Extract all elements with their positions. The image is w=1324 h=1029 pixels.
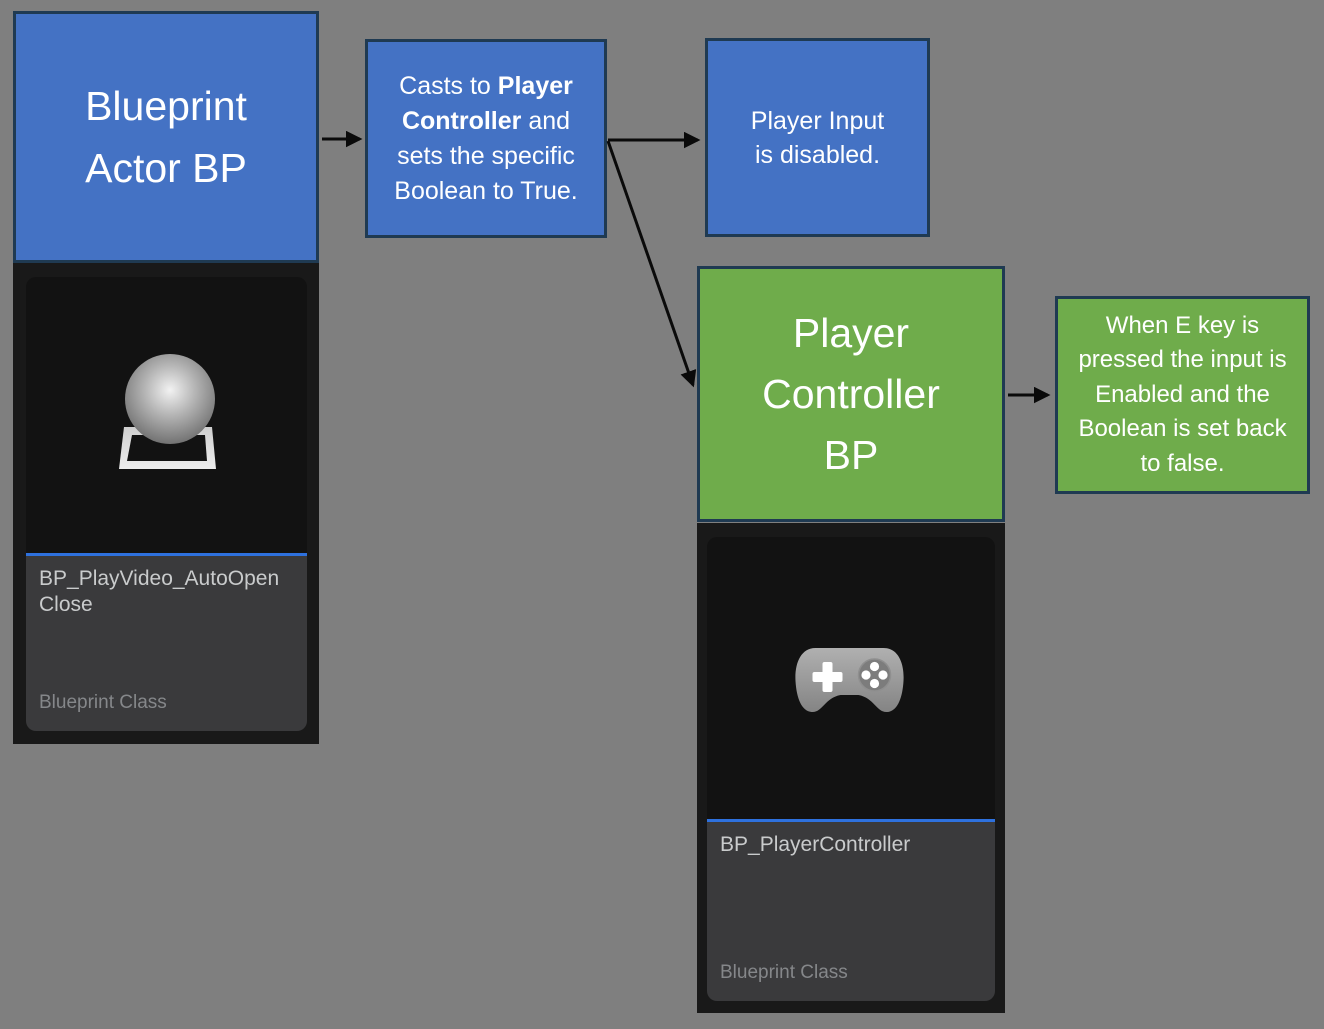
asset-thumbnail (707, 537, 995, 819)
gamepad-icon (795, 648, 904, 713)
player-controller-label: Player Controller BP (762, 309, 940, 478)
player-input-disabled-box[interactable]: Player Input is disabled. (705, 38, 930, 237)
asset-type-color-bar (26, 553, 307, 556)
player-input-label: Player Input is disabled. (750, 106, 885, 169)
asset-type-label: Blueprint Class (720, 962, 848, 983)
asset-card-bp-playercontroller[interactable]: BP_PlayerController Blueprint Class (697, 523, 1005, 1013)
player-controller-bp-box[interactable]: Player Controller BP (697, 266, 1005, 522)
asset-title: BP_PlayVideo_AutoOpen Close (39, 567, 280, 616)
asset-label-panel: BP_PlayerController Blueprint Class (707, 822, 995, 1001)
actor-sphere-icon (119, 354, 216, 469)
asset-type-label: Blueprint Class (39, 692, 167, 713)
asset-type-color-bar (707, 819, 995, 822)
asset-label-panel: BP_PlayVideo_AutoOpen Close Blueprint Cl… (26, 556, 307, 731)
casts-to-player-controller-box[interactable]: Casts to Player Controller and sets the … (365, 39, 607, 238)
asset-title: BP_PlayerController (720, 833, 911, 856)
asset-card-inner: BP_PlayerController Blueprint Class (707, 537, 995, 1001)
blueprint-actor-box[interactable]: Blueprint Actor BP (13, 11, 319, 263)
when-e-key-label: When E key is pressed the input is Enabl… (1078, 311, 1287, 477)
casts-text-after: and sets the specific Boolean to True. (394, 106, 578, 205)
asset-thumbnail (26, 277, 307, 553)
arrow-casts-to-player-controller (606, 140, 697, 388)
casts-text-bold: Player Controller (401, 71, 573, 135)
casts-label: Casts to Player Controller and sets the … (384, 69, 588, 209)
casts-text-before: Casts to (399, 71, 498, 100)
when-e-key-box[interactable]: When E key is pressed the input is Enabl… (1055, 296, 1310, 494)
asset-card-bp-playvideo[interactable]: BP_PlayVideo_AutoOpen Close Blueprint Cl… (13, 263, 319, 744)
asset-card-inner: BP_PlayVideo_AutoOpen Close Blueprint Cl… (26, 277, 307, 731)
blueprint-actor-label: Blueprint Actor BP (85, 83, 247, 191)
